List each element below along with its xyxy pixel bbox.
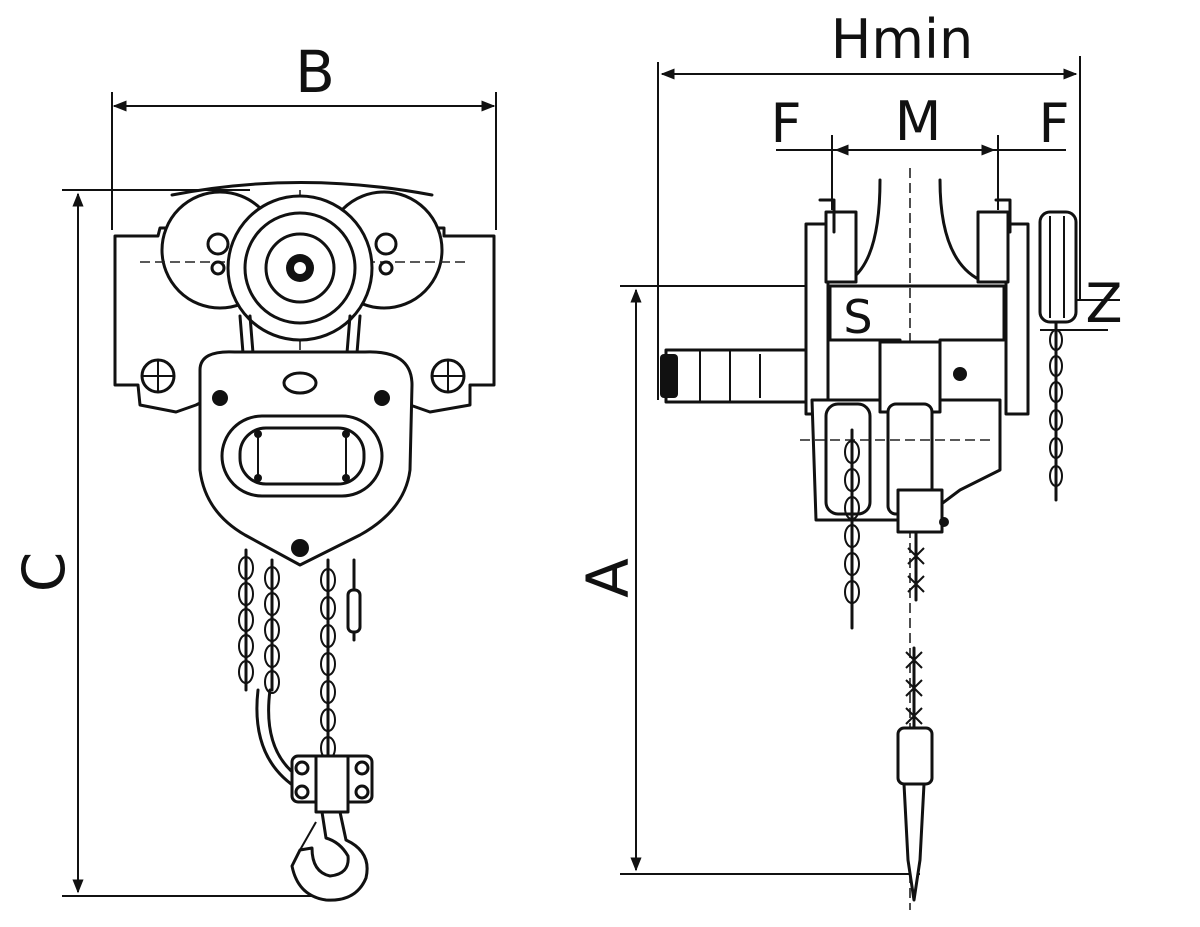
label-a: A — [574, 558, 642, 598]
side-bottom-block — [896, 726, 934, 786]
ce-mark — [282, 371, 318, 395]
label-m: M — [895, 90, 942, 153]
label-s: S — [843, 290, 872, 344]
hand-chain — [238, 548, 302, 792]
label-z: Z — [1086, 272, 1123, 335]
dimension-c: C — [10, 189, 330, 897]
label-b: B — [295, 38, 335, 106]
side-hook — [902, 782, 926, 902]
load-chain — [320, 558, 362, 762]
chain-guide — [896, 488, 944, 534]
hoist-bracket — [878, 340, 942, 414]
dimension-z: Z — [1040, 272, 1123, 335]
side-load-chain — [896, 530, 934, 902]
label-f-left: F — [770, 92, 801, 155]
label-f-right: F — [1038, 92, 1069, 155]
side-hand-wheel — [1038, 210, 1078, 502]
dimension-hmin: Hmin — [657, 8, 1081, 400]
name-plate — [220, 414, 384, 498]
hook — [290, 810, 369, 902]
axle-shaft — [664, 348, 808, 404]
side-plate-right — [1004, 222, 1030, 416]
side-view: Hmin F M F A Z S — [574, 8, 1123, 910]
side-hand-chain — [844, 428, 860, 630]
dimension-fmf: F M F — [770, 90, 1070, 210]
label-c: C — [10, 552, 78, 593]
front-view: B C — [10, 38, 497, 902]
label-hmin: Hmin — [831, 8, 973, 71]
dimension-b: B — [111, 38, 497, 230]
